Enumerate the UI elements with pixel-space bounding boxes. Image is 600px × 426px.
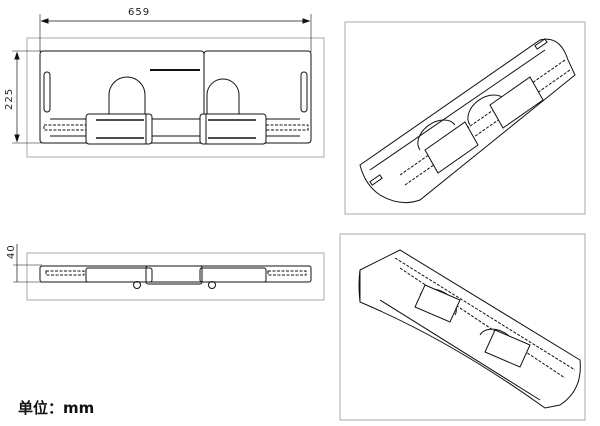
width-dimension: 659 xyxy=(128,7,150,18)
unit-label: 单位：mm xyxy=(18,399,95,417)
left-bracket xyxy=(85,113,153,145)
front-view xyxy=(12,14,325,158)
right-bracket xyxy=(199,113,267,145)
slot-row-right xyxy=(265,124,309,131)
isometric-view-bottom xyxy=(339,233,586,421)
side-view xyxy=(13,244,325,301)
slot-row-left xyxy=(43,124,87,131)
height-dimension: 225 xyxy=(4,88,15,110)
side-view-frame xyxy=(26,252,325,301)
thickness-dimension: 40 xyxy=(6,244,17,259)
isometric-view-top xyxy=(344,21,586,215)
front-view-frame xyxy=(26,37,325,158)
